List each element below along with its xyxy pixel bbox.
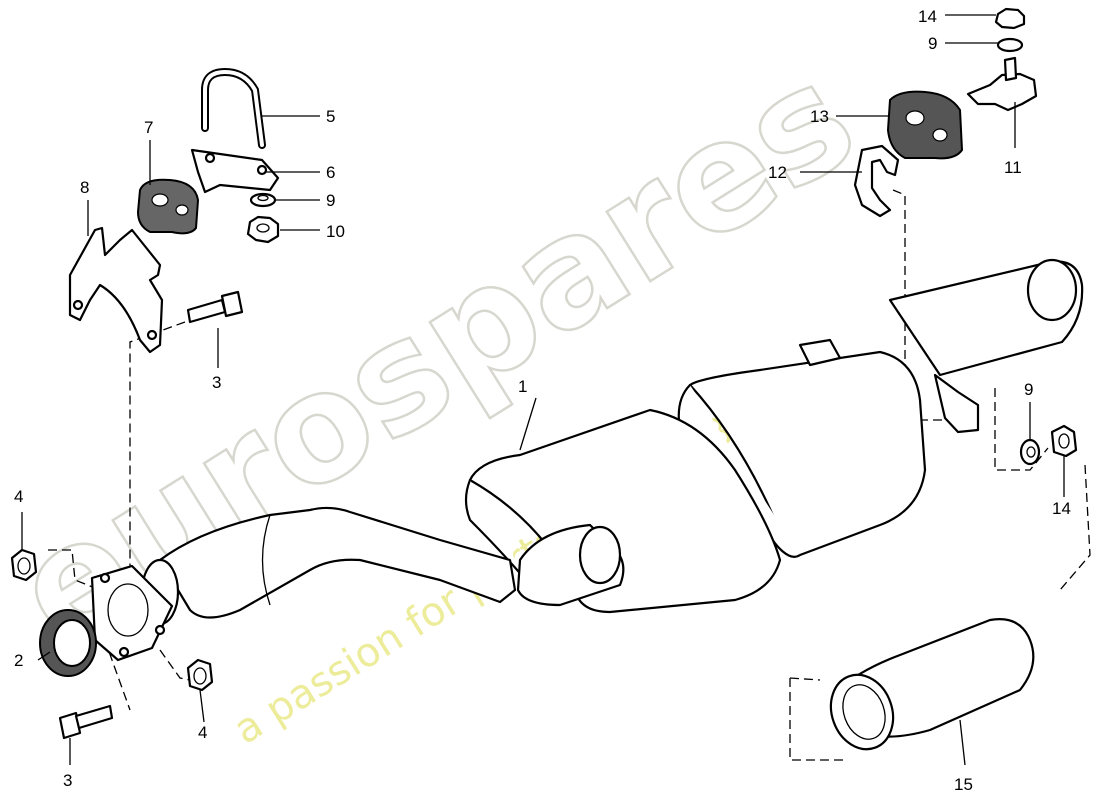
- callout-9-right: 9: [1024, 380, 1033, 399]
- callout-4-left: 4: [14, 487, 23, 506]
- exhaust-assembly: [90, 258, 1084, 662]
- callout-13: 13: [810, 107, 829, 126]
- leader-lines: [21, 14, 1065, 766]
- callouts: 1 2 3 3 4 4 5 6 7 8 9 9 9 10 11 12 13 14…: [14, 7, 1071, 794]
- callout-14-top: 14: [918, 7, 937, 26]
- hanger-bracket: [68, 226, 164, 354]
- callout-9-top: 9: [928, 34, 937, 53]
- washer-right: [1019, 438, 1041, 466]
- callout-6: 6: [326, 163, 335, 182]
- nut-left: [10, 548, 38, 582]
- clamp-half: [853, 144, 900, 218]
- callout-1: 1: [518, 377, 527, 396]
- callout-3-upper: 3: [212, 373, 221, 392]
- nut-right: [1050, 424, 1078, 458]
- washer-left: [249, 192, 277, 208]
- callout-5: 5: [326, 107, 335, 126]
- callout-3-lower: 3: [63, 771, 72, 790]
- bolt-lower: [58, 704, 114, 740]
- gasket-ring: [39, 609, 97, 677]
- callout-4-lower: 4: [198, 723, 207, 742]
- bracket-11: [966, 56, 1038, 112]
- callout-7: 7: [144, 118, 153, 137]
- tailpipe-clamp: [933, 373, 980, 434]
- nut-10: [246, 215, 280, 244]
- rubber-mount-left: [136, 178, 200, 235]
- callout-12: 12: [768, 163, 787, 182]
- callout-2: 2: [14, 651, 23, 670]
- tailpipe-trim: [829, 618, 1035, 751]
- callout-15: 15: [954, 775, 973, 794]
- bolt-upper: [186, 290, 244, 324]
- nut-top: [994, 7, 1026, 30]
- callout-9-left: 9: [326, 191, 335, 210]
- nut-lower: [186, 658, 214, 692]
- callout-8: 8: [80, 178, 89, 197]
- callout-11: 11: [1004, 158, 1022, 177]
- rubber-mount-right: [886, 90, 964, 160]
- u-bolt: [201, 67, 266, 149]
- callout-10: 10: [326, 222, 345, 241]
- clamp-bracket: [190, 148, 280, 194]
- callout-14-right: 14: [1052, 499, 1071, 518]
- washer-top: [996, 37, 1024, 53]
